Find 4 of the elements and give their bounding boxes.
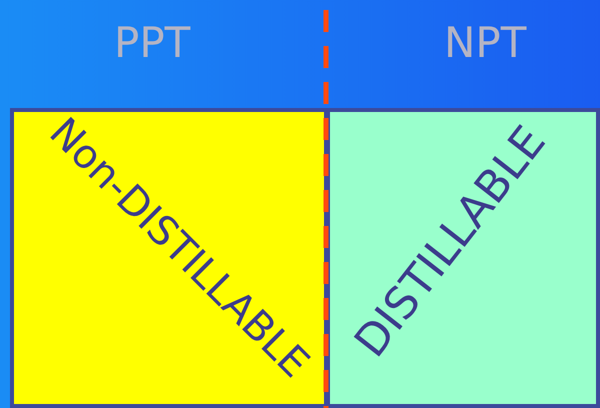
column-heading: PPT (114, 22, 190, 64)
column-heading: NPT (444, 22, 526, 64)
region-box (10, 108, 328, 408)
region-box (326, 108, 600, 408)
